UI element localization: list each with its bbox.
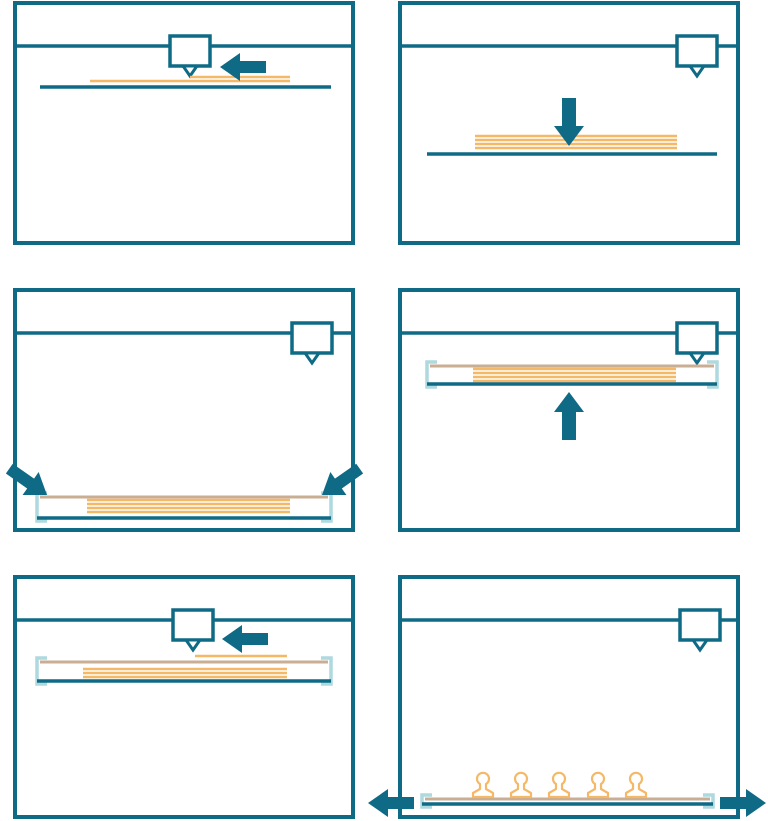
printer-frame <box>398 288 740 532</box>
nozzle-body <box>168 34 212 68</box>
nozzle-tip <box>183 638 203 653</box>
panel-step-3 <box>5 288 364 532</box>
clamp-right <box>321 656 333 686</box>
insert-arrow-right-shape <box>322 463 364 495</box>
insert-arrow-left <box>5 463 47 495</box>
lift-arrow-up <box>554 392 584 440</box>
printed-part <box>509 771 533 799</box>
clamp-left <box>420 793 432 809</box>
panel-step-4 <box>398 288 740 532</box>
nozzle-tip <box>180 64 200 79</box>
clamp-left <box>35 656 47 686</box>
printed-part <box>547 771 571 799</box>
press-arrow-down <box>554 98 584 146</box>
printed-part <box>624 771 648 799</box>
move-arrow-left <box>222 625 268 653</box>
nozzle-body <box>675 34 719 68</box>
nozzle-tip <box>687 64 707 79</box>
insert-arrow-right <box>322 463 364 495</box>
panel-step-2 <box>398 1 740 245</box>
printed-part <box>471 771 495 799</box>
nozzle-body <box>290 321 334 355</box>
printer-frame <box>398 575 740 819</box>
clamp-left <box>425 360 437 389</box>
insert-arrow-left-shape <box>5 463 47 495</box>
printer-frame <box>398 1 740 245</box>
printer-frame <box>13 1 355 245</box>
nozzle-body <box>675 321 719 355</box>
printed-part <box>586 771 610 799</box>
clamp-right <box>707 360 719 389</box>
nozzle-tip <box>302 351 322 366</box>
remove-arrow-right <box>720 789 766 817</box>
clamp-right <box>703 793 715 809</box>
panel-step-5 <box>13 575 355 819</box>
nozzle-body <box>678 608 722 642</box>
move-arrow-left <box>220 53 266 81</box>
panel-step-1 <box>13 1 355 245</box>
nozzle-tip <box>687 351 707 366</box>
remove-arrow-left <box>368 789 414 817</box>
printer-frame <box>13 288 355 532</box>
nozzle-body <box>171 608 215 642</box>
nozzle-tip <box>690 638 710 653</box>
panel-step-6 <box>368 575 766 819</box>
printer-frame <box>13 575 355 819</box>
